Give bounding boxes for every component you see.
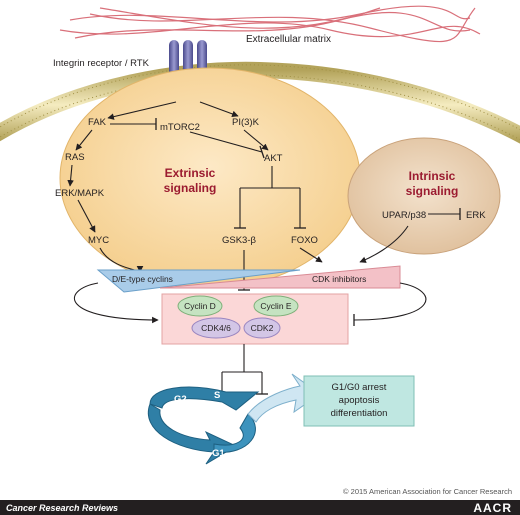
cell-membrane	[0, 61, 520, 144]
cell-cycle-icon	[147, 373, 321, 465]
extrinsic-title-line2: signaling	[164, 181, 217, 195]
copyright-text: © 2015 American Association for Cancer R…	[343, 487, 512, 496]
inhibitors-inhibition-arrow	[353, 282, 427, 321]
outcome-line3: differentiation	[331, 408, 388, 419]
cyclin-d-label: Cyclin D	[184, 301, 216, 311]
aacr-logo: AACR	[473, 501, 512, 515]
intrinsic-signaling-region	[347, 137, 501, 255]
m-phase-label: M	[176, 446, 184, 457]
cdk46-node	[191, 317, 241, 339]
footer-bar	[0, 500, 520, 515]
cdk2-node	[243, 317, 281, 339]
outcome-box	[303, 375, 415, 427]
extrinsic-title-line1: Extrinsic	[165, 166, 216, 180]
cyclin-e-label: Cyclin E	[260, 301, 292, 311]
mtorc2-node: mTORC2	[160, 122, 200, 133]
outcome-line1: G1/G0 arrest	[332, 382, 387, 393]
gsk3b-node: GSK3-β	[222, 235, 257, 246]
integrin-receptor-label: Integrin receptor / RTK	[53, 58, 150, 69]
pi3k-node: PI(3)K	[232, 117, 260, 128]
cyclins-gradient-triangle	[96, 269, 301, 293]
g1-phase-label: G1	[212, 448, 225, 459]
intrinsic-title-line1: Intrinsic	[409, 169, 456, 183]
cdk46-label: CDK4/6	[201, 323, 231, 333]
upar-p38-node: UPAR/p38	[382, 210, 426, 221]
de-cyclins-label: D/E-type cyclins	[112, 274, 173, 284]
cdk-inhibitors-label: CDK inhibitors	[312, 274, 366, 284]
erk-intrinsic-node: ERK	[466, 210, 486, 221]
s-phase-label: S	[214, 390, 220, 401]
erk-mapk-node: ERK/MAPK	[55, 188, 105, 199]
intrinsic-title-line2: signaling	[406, 184, 459, 198]
extracellular-matrix-fibers	[59, 5, 481, 43]
outcome-line2: apoptosis	[339, 395, 380, 406]
extracellular-matrix-label: Extracellular matrix	[246, 34, 331, 45]
cyclins-activation-arrow	[73, 282, 159, 324]
cdk2-label: CDK2	[251, 323, 274, 333]
cyclin-d-node	[177, 295, 223, 317]
cdk-inhibitors-gradient-triangle	[159, 265, 401, 289]
complex-to-cycle-arrows	[218, 344, 268, 399]
g2-phase-label: G2	[174, 394, 187, 405]
journal-name: Cancer Research Reviews	[6, 503, 118, 513]
foxo-node: FOXO	[291, 235, 318, 246]
myc-node: MYC	[88, 235, 109, 246]
cyclin-e-node	[253, 295, 299, 317]
fak-node: FAK	[88, 117, 107, 128]
ras-node: RAS	[65, 152, 85, 163]
akt-node: AKT	[264, 153, 283, 164]
